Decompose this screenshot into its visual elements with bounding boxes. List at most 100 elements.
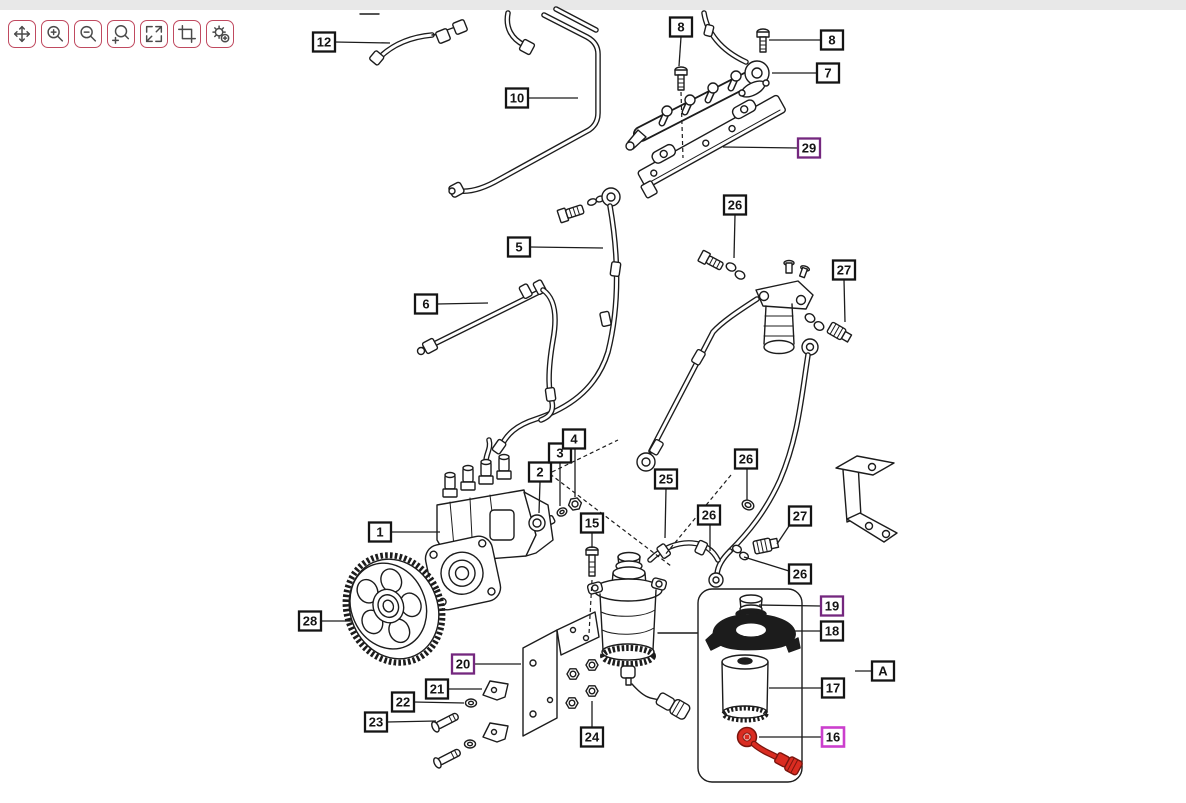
oring-plug-lower — [731, 499, 780, 561]
callout-23[interactable]: 23 — [363, 711, 437, 733]
crop-icon — [178, 25, 196, 43]
svg-text:26: 26 — [739, 452, 753, 467]
mounting-bracket — [522, 611, 600, 737]
toolbar-button-pan[interactable] — [8, 20, 36, 48]
toolbar-button-crop[interactable] — [173, 20, 201, 48]
svg-text:4: 4 — [570, 432, 578, 447]
callout-19[interactable]: 19 — [758, 595, 845, 617]
banjo-bolt-hose5 — [491, 187, 622, 455]
rail-bracket — [637, 94, 786, 199]
top-strip — [0, 0, 1186, 10]
feed-hose — [636, 296, 760, 472]
outlet-hose — [708, 338, 819, 588]
svg-text:24: 24 — [585, 730, 600, 745]
callout-7[interactable]: 7 — [772, 62, 841, 84]
diagram-toolbar — [8, 20, 234, 48]
zoom-in-icon — [47, 25, 64, 42]
injection-pipes — [448, 6, 601, 198]
svg-text:20: 20 — [456, 657, 470, 672]
magnifier-plus-icon — [112, 25, 130, 44]
return-pipe — [416, 279, 558, 423]
svg-text:6: 6 — [422, 297, 429, 312]
svg-text:10: 10 — [510, 91, 524, 106]
callout-16[interactable]: 16 — [759, 726, 846, 748]
callout-27[interactable]: 27 — [831, 259, 857, 323]
svg-text:15: 15 — [585, 516, 599, 531]
callout-21[interactable]: 21 — [424, 678, 482, 700]
svg-text:18: 18 — [825, 624, 839, 639]
filter-head-upper — [755, 259, 814, 355]
detail-panel — [657, 588, 803, 783]
rail-bolt-right — [756, 28, 770, 53]
callout-26[interactable]: 26 — [733, 448, 759, 501]
expand-icon — [145, 25, 163, 43]
filter-cartridge — [721, 654, 769, 723]
svg-text:3: 3 — [556, 446, 563, 461]
svg-text:28: 28 — [303, 614, 317, 629]
svg-text:17: 17 — [826, 681, 840, 696]
connector-hose — [647, 539, 721, 563]
toolbar-button-zoom-selection[interactable] — [107, 20, 135, 48]
plug-chain-upper — [804, 313, 853, 343]
callout-8[interactable]: 8 — [769, 29, 845, 51]
callout-8[interactable]: 8 — [668, 16, 694, 67]
toolbar-button-zoom-out[interactable] — [74, 20, 102, 48]
svg-text:8: 8 — [828, 33, 835, 48]
bolt-15 — [585, 546, 599, 577]
callout-6[interactable]: 6 — [413, 293, 489, 315]
filter-head-detail — [705, 613, 801, 653]
svg-text:25: 25 — [659, 472, 673, 487]
water-sensor-red — [736, 726, 803, 776]
callout-5[interactable]: 5 — [506, 236, 604, 258]
callout-26[interactable]: 26 — [743, 556, 813, 585]
callout-10[interactable]: 10 — [504, 87, 578, 109]
zoom-out-icon — [80, 25, 97, 42]
small-hardware — [431, 659, 599, 769]
callout-15[interactable]: 15 — [579, 512, 605, 549]
svg-text:21: 21 — [430, 682, 444, 697]
svg-text:26: 26 — [702, 508, 716, 523]
oring-chain-upper — [697, 249, 746, 280]
callout-17[interactable]: 17 — [769, 677, 846, 699]
svg-text:19: 19 — [825, 599, 839, 614]
leakoff-pipe — [369, 10, 536, 66]
svg-text:29: 29 — [802, 141, 816, 156]
callout-25[interactable]: 25 — [653, 468, 679, 539]
toolbar-button-settings[interactable] — [206, 20, 234, 48]
svg-text:1: 1 — [376, 525, 383, 540]
callout-4[interactable]: 4 — [561, 428, 587, 498]
callout-29[interactable]: 29 — [722, 137, 822, 159]
callout-1[interactable]: 1 — [367, 521, 440, 543]
svg-text:8: 8 — [677, 20, 684, 35]
toolbar-button-zoom-in[interactable] — [41, 20, 69, 48]
callout-a[interactable]: A — [855, 660, 896, 682]
callout-22[interactable]: 22 — [390, 691, 465, 713]
rail-bolt-left — [674, 66, 688, 91]
callout-28[interactable]: 28 — [297, 610, 352, 632]
callout-26[interactable]: 26 — [696, 504, 722, 552]
svg-text:5: 5 — [515, 240, 522, 255]
callout-27[interactable]: 27 — [776, 505, 813, 545]
svg-text:12: 12 — [317, 35, 331, 50]
svg-text:23: 23 — [369, 715, 383, 730]
gear-plus-icon — [212, 25, 230, 43]
svg-text:26: 26 — [728, 198, 742, 213]
callout-2[interactable]: 2 — [527, 461, 553, 514]
svg-text:16: 16 — [826, 730, 840, 745]
callout-3[interactable]: 3 — [547, 442, 573, 507]
callout-26[interactable]: 26 — [722, 194, 748, 259]
callout-20[interactable]: 20 — [450, 653, 521, 675]
svg-text:27: 27 — [793, 509, 807, 524]
fuel-filter-assembly — [586, 551, 691, 720]
move-icon — [13, 25, 31, 43]
callout-18[interactable]: 18 — [773, 620, 845, 642]
callout-24[interactable]: 24 — [579, 701, 605, 748]
svg-text:7: 7 — [824, 66, 831, 81]
support-bracket — [835, 455, 898, 543]
svg-text:A: A — [878, 664, 888, 679]
callout-12[interactable]: 12 — [311, 31, 391, 53]
svg-text:26: 26 — [793, 567, 807, 582]
toolbar-button-fullscreen[interactable] — [140, 20, 168, 48]
